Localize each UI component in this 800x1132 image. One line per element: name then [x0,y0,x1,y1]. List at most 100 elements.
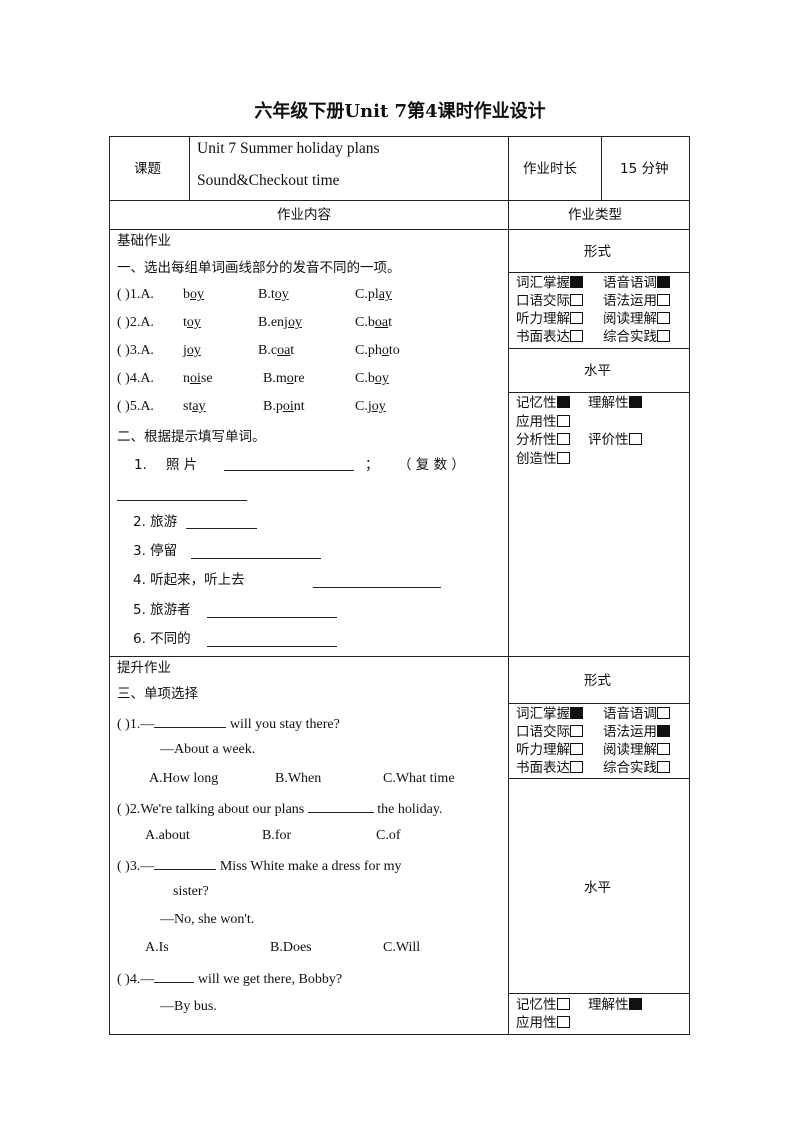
option-text: to [388,343,400,358]
unchecked-checkbox[interactable] [657,312,670,324]
part1-title: 一、选出每组单词画线部分的发音不同的一项。 [117,260,401,276]
option-c: C.of [376,828,401,843]
unchecked-checkbox[interactable] [570,330,583,342]
question-text: ( )1.— [117,717,155,732]
answer-blank[interactable] [207,632,337,647]
question-number: ( )2.A. [117,315,154,330]
unchecked-checkbox[interactable] [657,707,670,719]
answer-blank[interactable] [154,968,195,983]
level-option: 理解性 [588,997,642,1013]
unchecked-checkbox[interactable] [570,312,583,324]
level-label: 水平 [584,363,611,379]
word-item-prompt: 3. 停留 [133,543,178,559]
time-value: 15 分钟 [620,161,669,177]
option-text: nt [293,399,305,414]
type-option-label: 口语交际 [516,724,570,740]
underlined-part: oy [186,343,201,358]
checked-checkbox[interactable] [628,396,642,408]
option-a: boy [183,286,204,304]
underlined-part: ay [192,399,206,414]
answer-blank[interactable] [186,514,257,529]
answer-blank[interactable] [154,855,217,870]
word-item-hint: （ 复 数 ） [398,457,465,473]
type-option-label: 阅读理解 [603,311,657,327]
underlined-part: oa [277,343,291,358]
type-option: 语音语调 [603,706,670,722]
level-option: 应用性 [516,414,570,430]
underlined-part: oy [287,315,302,330]
unchecked-checkbox[interactable] [657,294,670,306]
word-item-prompt: 照 片 [166,457,198,473]
option-text: re [293,371,305,386]
answer-blank[interactable] [117,486,247,501]
topic-line-2: Sound&Checkout time [197,172,340,189]
answer-blank[interactable] [154,713,227,728]
underlined-part: oy [186,315,201,330]
question-continuation: sister? [173,884,209,899]
option-a: A.How long [149,771,219,786]
unchecked-checkbox[interactable] [657,761,670,773]
unchecked-checkbox[interactable] [657,330,670,342]
underlined-part: ay [378,287,392,302]
question-number: ( )5.A. [117,399,154,414]
option-text: C.b [355,371,375,386]
answer-blank[interactable] [307,798,374,813]
unchecked-checkbox[interactable] [556,414,570,427]
checked-checkbox[interactable] [628,998,642,1010]
option-text: C.ph [355,343,382,358]
type-header: 作业类型 [568,207,622,223]
question-text: will we get there, Bobby? [194,972,343,987]
underlined-part: oy [190,287,204,302]
unchecked-checkbox[interactable] [657,743,670,755]
unchecked-checkbox[interactable] [556,1016,570,1028]
type-option-label: 语法运用 [603,724,657,740]
underlined-part: oy [374,371,389,386]
option-text: t [290,343,295,358]
word-item-prompt: 2. 旅游 [133,514,178,530]
type-option: 词汇掌握 [516,275,583,291]
unchecked-checkbox[interactable] [556,451,570,464]
content-header: 作业内容 [277,207,331,223]
type-option: 听力理解 [516,742,583,758]
option-c: C.boat [355,314,392,332]
level-option: 创造性 [516,451,570,467]
checked-checkbox[interactable] [570,707,583,719]
question-text: ( )4.— [117,972,155,987]
question-number: ( )1.A. [117,287,154,302]
type-option-label: 综合实践 [603,329,657,345]
answer-blank[interactable] [191,544,321,559]
unchecked-checkbox[interactable] [556,433,570,445]
checked-checkbox[interactable] [657,725,670,737]
checked-checkbox[interactable] [570,276,583,288]
option-text: B.enj [258,315,288,330]
checked-checkbox[interactable] [657,276,670,288]
option-b: B.enjoy [258,314,302,332]
type-option-label: 书面表达 [516,760,570,776]
answer-blank[interactable] [207,603,337,618]
unchecked-checkbox[interactable] [570,761,583,773]
option-b: B.point [263,398,305,416]
answer-blank[interactable] [224,456,354,471]
underlined-part: oi [190,371,201,386]
unchecked-checkbox[interactable] [570,743,583,755]
unchecked-checkbox[interactable] [570,725,583,737]
word-item-separator: ； [365,457,379,473]
level-label: 水平 [584,880,611,896]
option-b: B.When [275,771,322,786]
type-option: 阅读理解 [603,311,670,327]
unchecked-checkbox[interactable] [570,294,583,306]
option-a: A.about [145,828,190,843]
unchecked-checkbox[interactable] [556,998,570,1010]
level-option-label: 评价性 [588,432,629,448]
answer-blank[interactable] [313,573,441,588]
option-text: C.j [355,399,372,414]
underlined-part: oy [274,287,289,302]
unchecked-checkbox[interactable] [628,433,642,445]
option-text: B.c [258,343,278,358]
type-option: 阅读理解 [603,742,670,758]
option-a: toy [183,314,201,332]
type-option-label: 语音语调 [603,275,657,291]
option-a: noise [183,370,213,388]
level-option-label: 分析性 [516,432,557,448]
checked-checkbox[interactable] [556,396,570,408]
